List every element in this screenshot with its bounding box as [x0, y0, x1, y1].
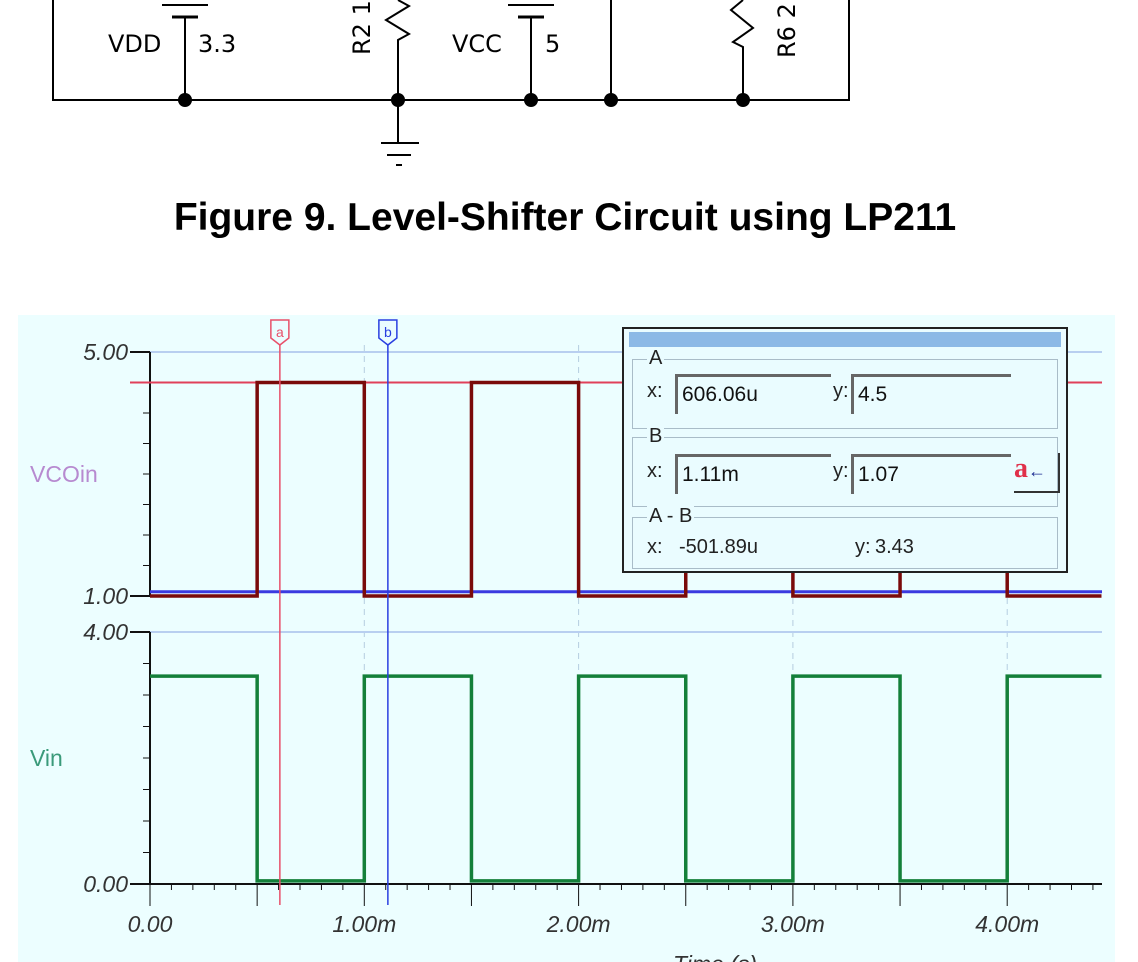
cursor-b-label: B: [647, 425, 665, 447]
y-label: y:: [833, 460, 849, 482]
y-label: y:: [833, 380, 849, 402]
series-line-vin: [150, 674, 1102, 883]
y-axis-label: VCOin: [30, 461, 98, 487]
x-label: x:: [647, 380, 663, 402]
y-tick-label: 1.00: [83, 583, 128, 609]
vdd-label: VDD: [108, 30, 161, 58]
circuit-schematic: VDD 3.3 R2 1 VCC 5 R6 2: [52, 0, 850, 166]
cursor-a-x-field[interactable]: 606.06u: [675, 374, 831, 414]
cursor-diff-label: A - B: [647, 505, 695, 527]
y-label: y:: [855, 536, 871, 558]
vcc-value: 5: [545, 30, 560, 58]
r6-resistor: [729, 0, 755, 100]
circuit-wire: [52, 0, 850, 101]
r2-label: R2 1: [348, 0, 376, 55]
x-tick-label: 4.00m: [975, 911, 1039, 937]
panel-titlebar[interactable]: [629, 332, 1061, 347]
cursor-readout-panel: A x: 606.06u y: 4.5 B x: 1.11m y: 1.07 a…: [622, 327, 1068, 573]
x-label: x:: [647, 536, 663, 558]
r2-resistor: [384, 0, 412, 100]
y-tick-label: 0.00: [83, 871, 128, 897]
r6-label: R6 2: [773, 3, 801, 58]
cursor-diff-group: A - B x: -501.89u y: 3.43: [632, 506, 1058, 569]
cursor-a-marker[interactable]: [270, 319, 290, 346]
y-tick-label: 5.00: [83, 339, 128, 365]
cursor-b-y-field[interactable]: 1.07: [851, 454, 1011, 494]
cursor-a-group: A x: 606.06u y: 4.5: [632, 348, 1058, 429]
arrow-left-icon: ←: [1028, 461, 1046, 481]
swap-cursor-button[interactable]: a←: [1014, 453, 1060, 493]
figure-caption: Figure 9. Level-Shifter Circuit using LP…: [173, 196, 957, 239]
x-tick-label: 3.00m: [761, 911, 825, 937]
cursor-a-tag: a: [276, 324, 284, 340]
diff-x-value: -501.89u: [679, 536, 758, 558]
x-tick-label: 0.00: [128, 911, 173, 937]
cursor-a-label: A: [647, 347, 665, 369]
x-tick-label: 1.00m: [332, 911, 396, 937]
swap-button-label: a: [1014, 453, 1028, 484]
x-label: x:: [647, 460, 663, 482]
cursor-a-y-field[interactable]: 4.5: [851, 374, 1011, 414]
y-axis-label: Vin: [30, 745, 63, 771]
x-tick-label: 2.00m: [546, 911, 611, 937]
junction-dots: [178, 93, 750, 107]
y-tick-label: 4.00: [83, 619, 128, 645]
diff-y-value: 3.43: [875, 536, 914, 558]
cursor-b-group: B x: 1.11m y: 1.07: [632, 426, 1058, 507]
x-axis-label: Time (s): [673, 951, 757, 962]
cursor-b-tag: b: [384, 324, 392, 340]
vcc-label: VCC: [452, 30, 502, 58]
cursor-b-x-field[interactable]: 1.11m: [675, 454, 831, 494]
vdd-value: 3.3: [198, 30, 236, 58]
cursor-b-marker[interactable]: [378, 319, 398, 346]
